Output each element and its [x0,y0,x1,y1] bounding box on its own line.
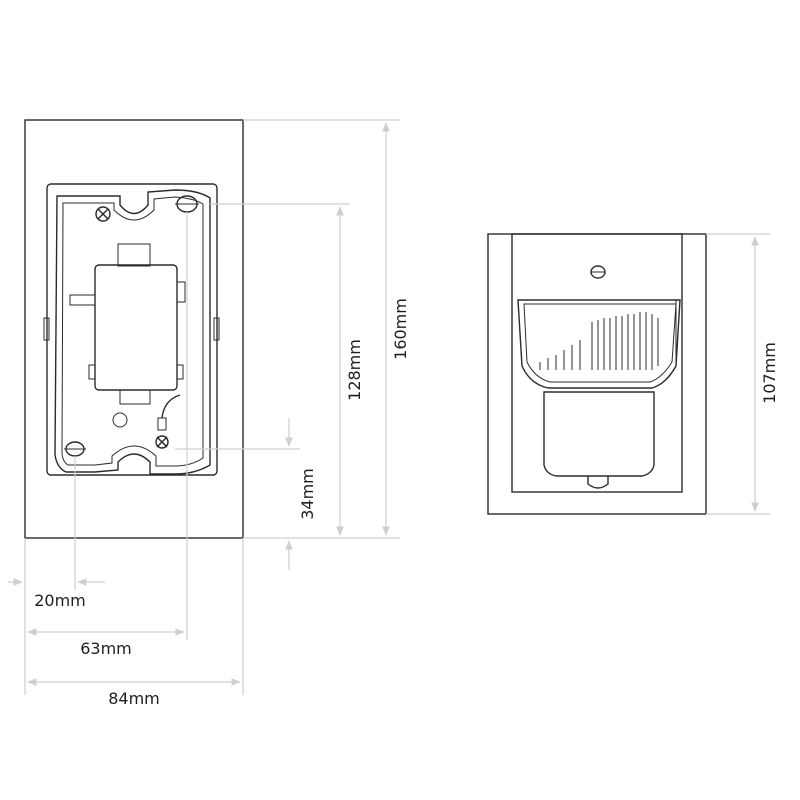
terminal-block [69,243,186,405]
front-inner-recess [46,183,218,476]
lamp-pin [587,476,609,489]
dim-label-107: 107mm [760,342,779,404]
mounting-plate [54,189,211,475]
screw-icon [590,265,606,279]
cable-hole [112,412,128,428]
lamp-holder-rim [523,303,677,383]
dim-label-20: 20mm [34,591,86,610]
lamp-holder-upper [517,299,681,389]
slot-hole-icon [64,441,86,457]
earth-screw-icon [155,394,181,449]
front-view: 160mm 128mm 34mm 20mm 63mm 84mm [8,119,410,708]
right-notch [213,317,220,341]
dim-label-84: 84mm [108,689,160,708]
screw-icon [95,206,111,222]
left-notch [43,317,50,341]
front-faceplate [24,119,244,539]
side-outer-frame [487,233,707,515]
cooling-fins [539,312,659,370]
mounting-plate-inner [61,196,204,467]
side-inner-frame [511,233,683,493]
lamp-body-lower [543,391,655,477]
dim-label-160: 160mm [391,298,410,360]
dim-label-63: 63mm [80,639,132,658]
side-view: 107mm [487,233,779,515]
dim-label-34: 34mm [298,468,317,520]
dim-label-128: 128mm [345,339,364,401]
